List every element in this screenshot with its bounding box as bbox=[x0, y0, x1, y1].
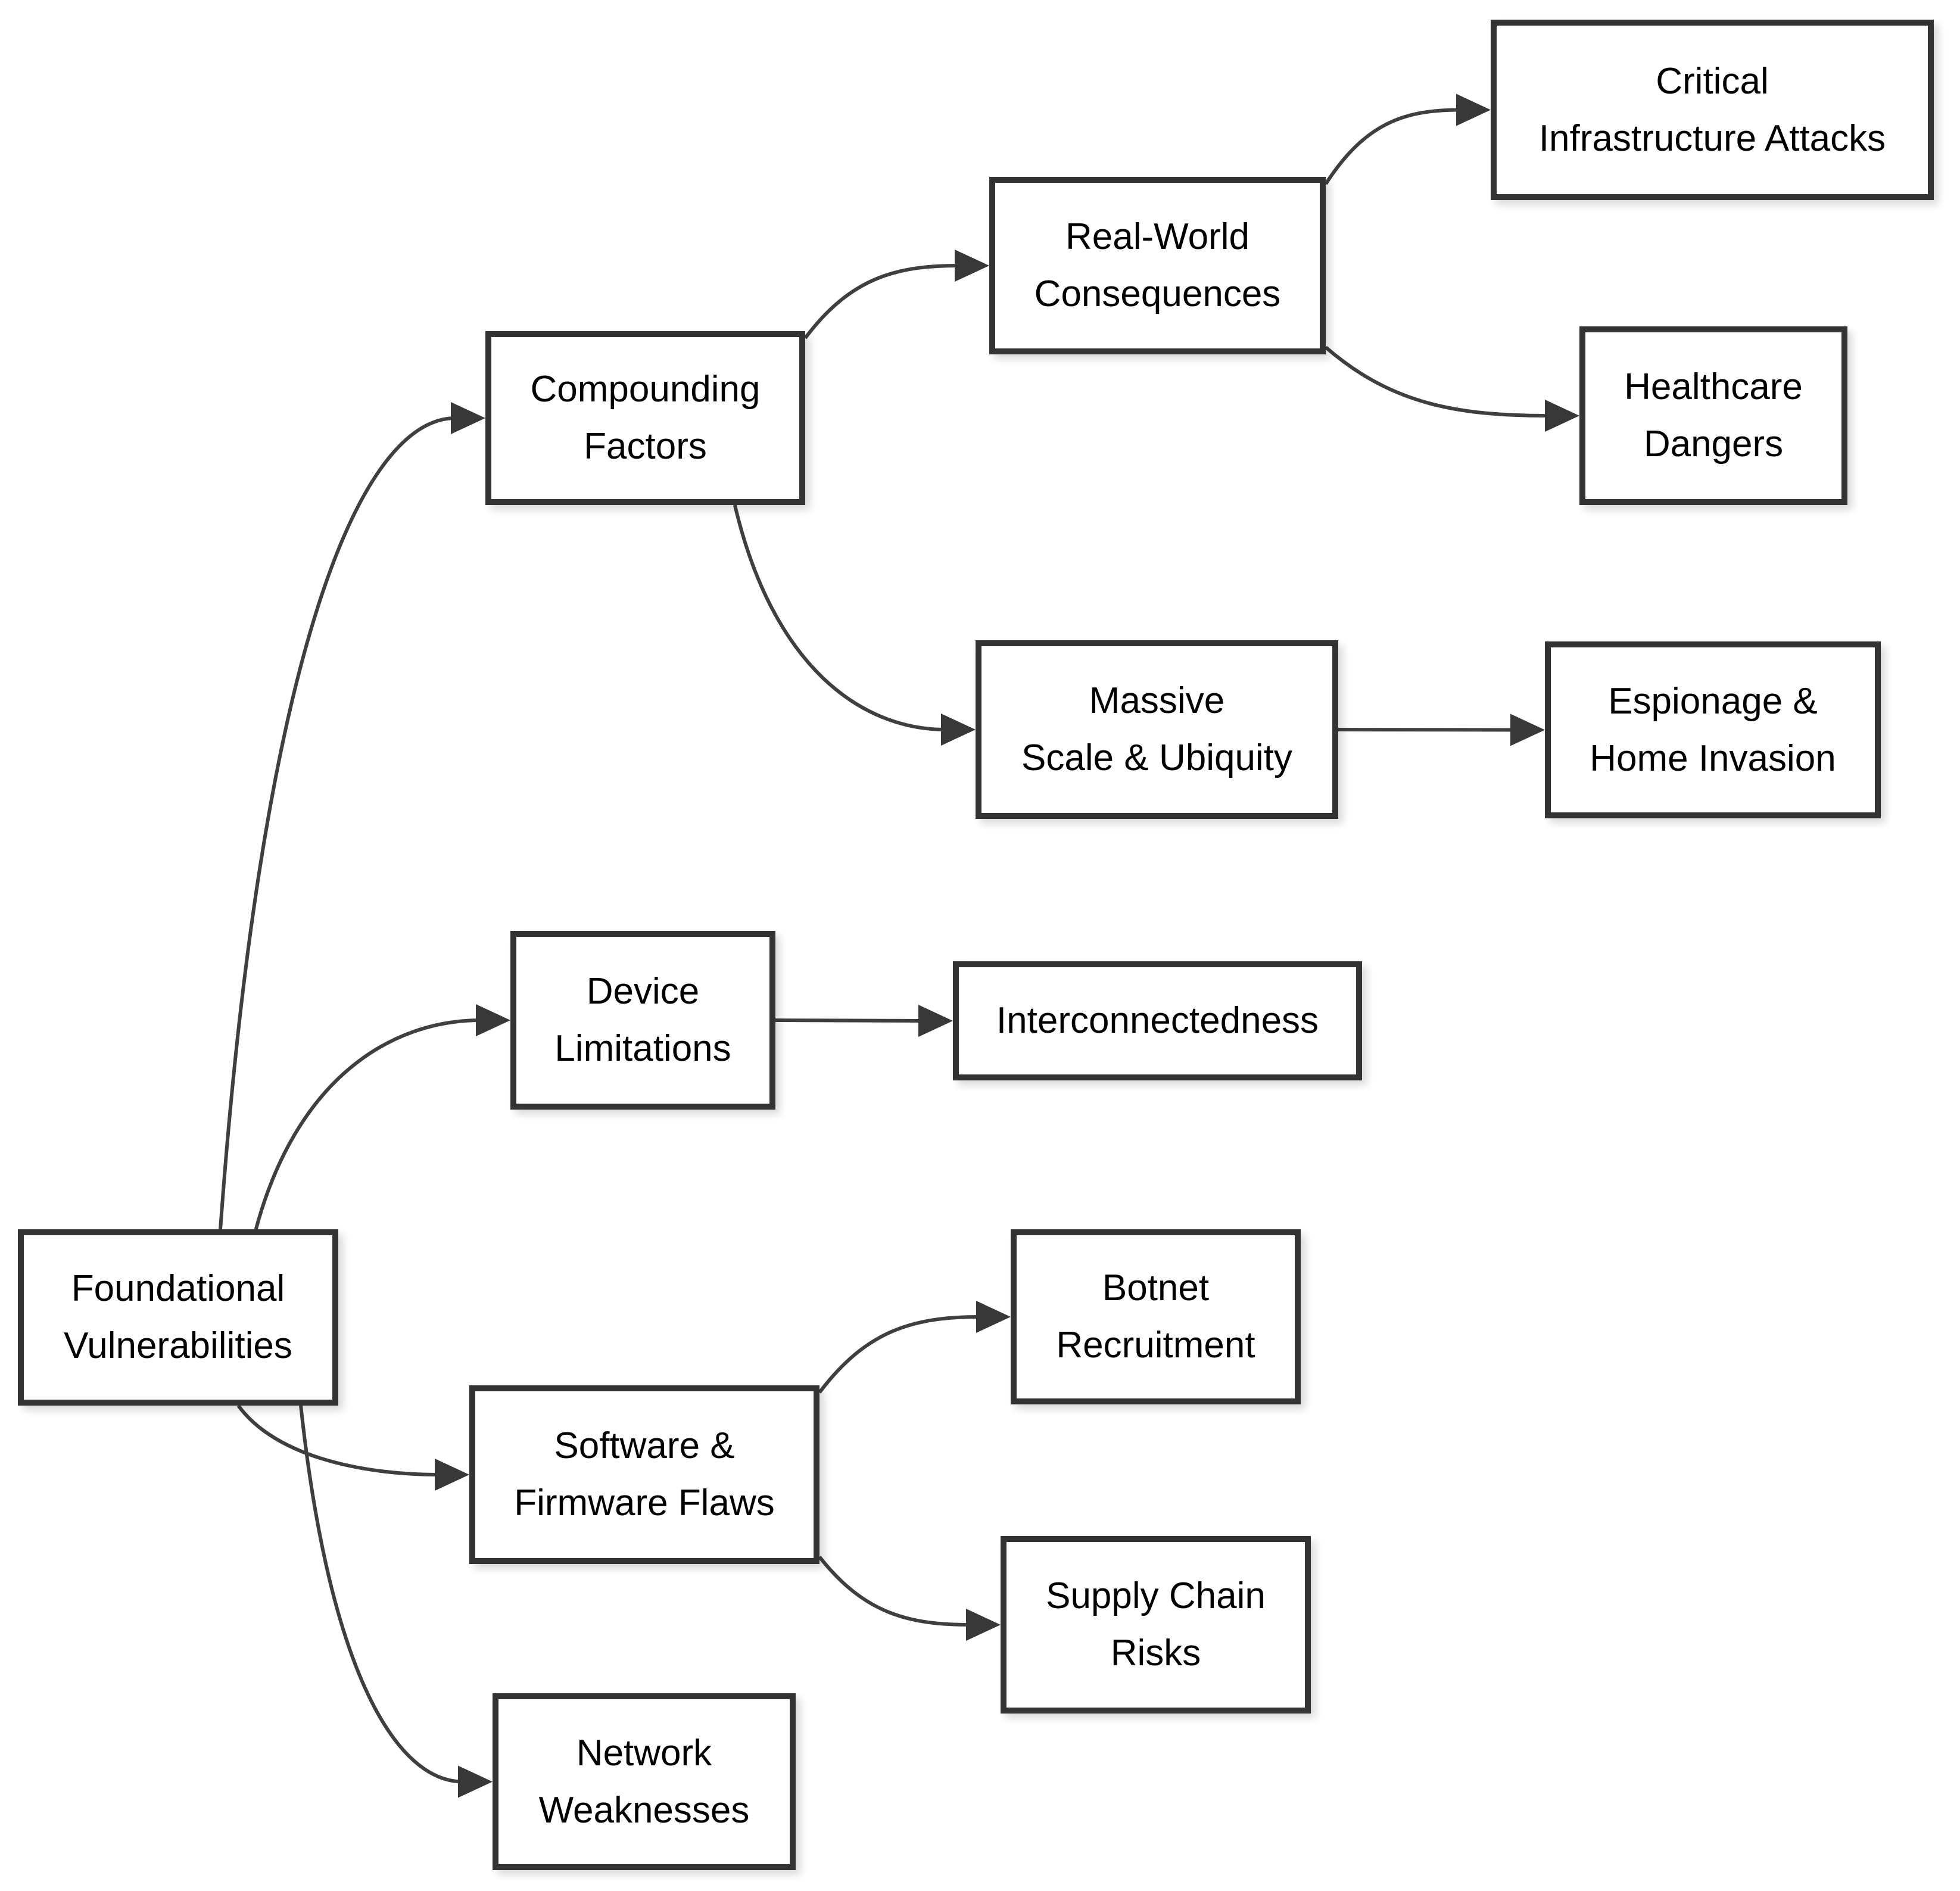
edge-device-limitations-to-interconnectedness bbox=[775, 1018, 924, 1023]
node-label-line: Real-World bbox=[1065, 216, 1249, 257]
edge-foundational-vulnerabilities-to-network-weaknesses bbox=[299, 1405, 463, 1784]
node-label-line: Interconnectedness bbox=[996, 1000, 1319, 1041]
node-label-line: Limitations bbox=[554, 1028, 731, 1069]
node-label-line: Firmware Flaws bbox=[514, 1482, 775, 1524]
node-label-line: Vulnerabilities bbox=[64, 1325, 292, 1366]
node-label-line: Infrastructure Attacks bbox=[1538, 117, 1886, 159]
arrowhead-icon bbox=[1456, 94, 1491, 126]
node-label-line: Compounding bbox=[530, 369, 761, 410]
arrowhead-icon bbox=[918, 1005, 953, 1037]
node-label-line: Botnet bbox=[1102, 1267, 1210, 1309]
edge-software-firmware-flaws-to-supply-chain-risks bbox=[818, 1556, 971, 1627]
node-label-line: Healthcare bbox=[1624, 366, 1803, 407]
node-label-line: Critical bbox=[1656, 60, 1769, 102]
node-label-line: Home Invasion bbox=[1590, 737, 1836, 779]
node-label-line: Massive bbox=[1089, 680, 1225, 721]
edge-foundational-vulnerabilities-to-compounding-factors bbox=[219, 416, 456, 1230]
node-espionage-home-invasion: Espionage & Home Invasion bbox=[1545, 641, 1881, 818]
arrowhead-icon bbox=[451, 402, 485, 434]
edge-compounding-factors-to-real-world-consequences bbox=[803, 264, 960, 339]
node-label-line: Scale & Ubiquity bbox=[1021, 737, 1292, 778]
node-label-line: Foundational bbox=[71, 1268, 285, 1309]
node-software-firmware-flaws: Software & Firmware Flaws bbox=[469, 1385, 819, 1564]
node-label-line: Espionage & bbox=[1608, 680, 1818, 722]
edge-compounding-factors-to-massive-scale-ubiquity bbox=[733, 504, 946, 731]
arrowhead-icon bbox=[966, 1609, 1001, 1641]
arrowhead-icon bbox=[476, 1004, 510, 1036]
edge-real-world-consequences-to-critical-infrastructure-attacks bbox=[1324, 108, 1462, 185]
edge-real-world-consequences-to-healthcare-dangers bbox=[1325, 345, 1550, 418]
node-label-line: Risks bbox=[1110, 1633, 1201, 1674]
node-label-line: Dangers bbox=[1643, 423, 1784, 465]
node-label-line: Consequences bbox=[1034, 273, 1281, 314]
arrowhead-icon bbox=[458, 1765, 493, 1798]
arrowhead-icon bbox=[955, 250, 989, 282]
edge-foundational-vulnerabilities-to-software-firmware-flaws bbox=[236, 1404, 440, 1476]
node-label-line: Recruitment bbox=[1056, 1325, 1255, 1366]
node-label-line: Factors bbox=[584, 426, 707, 467]
node-label-line: Software & bbox=[554, 1425, 735, 1466]
arrowhead-icon bbox=[976, 1301, 1011, 1333]
node-interconnectedness: Interconnectedness bbox=[953, 961, 1362, 1080]
arrowhead-icon bbox=[1545, 400, 1579, 432]
edge-software-firmware-flaws-to-botnet-recruitment bbox=[818, 1315, 981, 1394]
node-label-line: Device bbox=[586, 971, 700, 1012]
arrowhead-icon bbox=[941, 714, 976, 746]
node-label-line: Supply Chain bbox=[1046, 1575, 1266, 1616]
node-label-line: Weaknesses bbox=[538, 1789, 750, 1831]
arrowhead-icon bbox=[435, 1459, 469, 1491]
arrowhead-icon bbox=[1510, 714, 1545, 746]
edge-foundational-vulnerabilities-to-device-limitations bbox=[254, 1018, 481, 1230]
node-label-line: Network bbox=[576, 1732, 712, 1774]
